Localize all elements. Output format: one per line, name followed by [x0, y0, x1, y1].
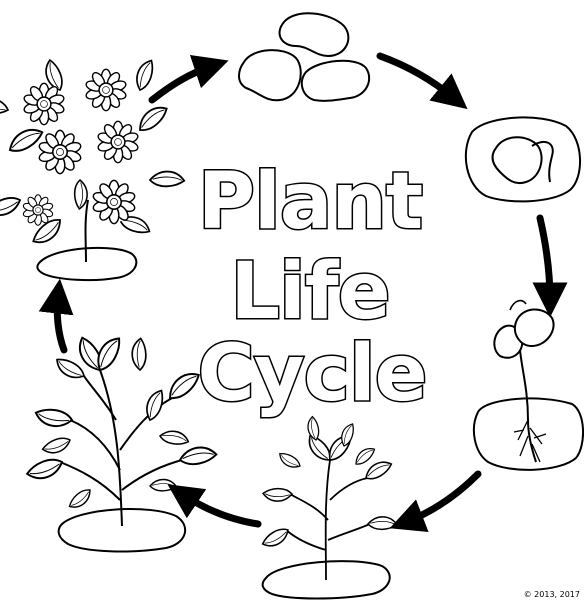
emerging-root	[531, 140, 554, 183]
sprout-seed-leaf-right	[514, 308, 555, 348]
daisy-flower	[96, 120, 140, 164]
cycle-arrows	[38, 52, 568, 533]
stage-seeds	[238, 12, 371, 102]
title-line-plant: Plant	[198, 157, 422, 247]
seedling-leaves	[259, 415, 399, 550]
germinating-seed	[491, 136, 543, 184]
diagram-title: Plant Life Cycle	[196, 156, 429, 421]
copyright-notice: © 2013, 2017	[523, 590, 580, 599]
seedling-stem	[285, 459, 371, 581]
young-plant-stems	[59, 369, 183, 527]
stage-sprout	[472, 299, 584, 471]
daisy-flower	[21, 194, 55, 226]
seed-right	[300, 59, 371, 102]
daisy-flower	[84, 68, 128, 112]
stage-seedling	[259, 415, 399, 600]
stage-flowering-plant	[0, 56, 187, 282]
arrow-sprout-to-seedling	[389, 470, 482, 533]
arrow-seeds-to-germination	[376, 52, 468, 110]
arrow-flowering-to-seeds	[148, 54, 229, 104]
arrow-germination-to-sprout	[532, 214, 568, 318]
arrow-seedling-to-young-plant	[167, 484, 262, 528]
sprout-tip	[509, 299, 527, 311]
title-line-life: Life	[230, 247, 389, 337]
soil-patch-flowering-plant	[36, 246, 138, 282]
title-line-cycle: Cycle	[198, 329, 427, 419]
arrow-young-plant-to-flowering	[38, 278, 74, 354]
sprout-roots	[513, 419, 547, 463]
soil-patch-young-plant	[57, 508, 187, 553]
sprout-stem	[519, 349, 537, 463]
stage-germinating-seed	[464, 116, 582, 203]
stage-young-plant	[24, 333, 218, 553]
seed-left	[238, 49, 302, 102]
flowering-plant-stem	[84, 199, 89, 263]
seed-top	[278, 12, 350, 58]
daisy-flower	[37, 129, 83, 175]
